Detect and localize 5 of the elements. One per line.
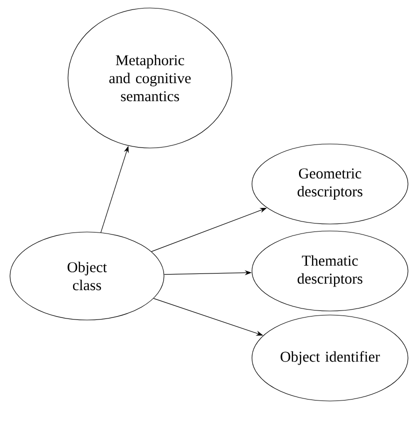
ellipse-node: Geometric descriptors	[252, 144, 408, 224]
ellipse-node: Object identifier	[252, 314, 408, 402]
ellipse-node: Thematic descriptors	[252, 230, 408, 312]
ellipse-node: Object class	[10, 232, 164, 320]
ellipse-node: Metaphoric and cognitive semantics	[68, 8, 232, 148]
